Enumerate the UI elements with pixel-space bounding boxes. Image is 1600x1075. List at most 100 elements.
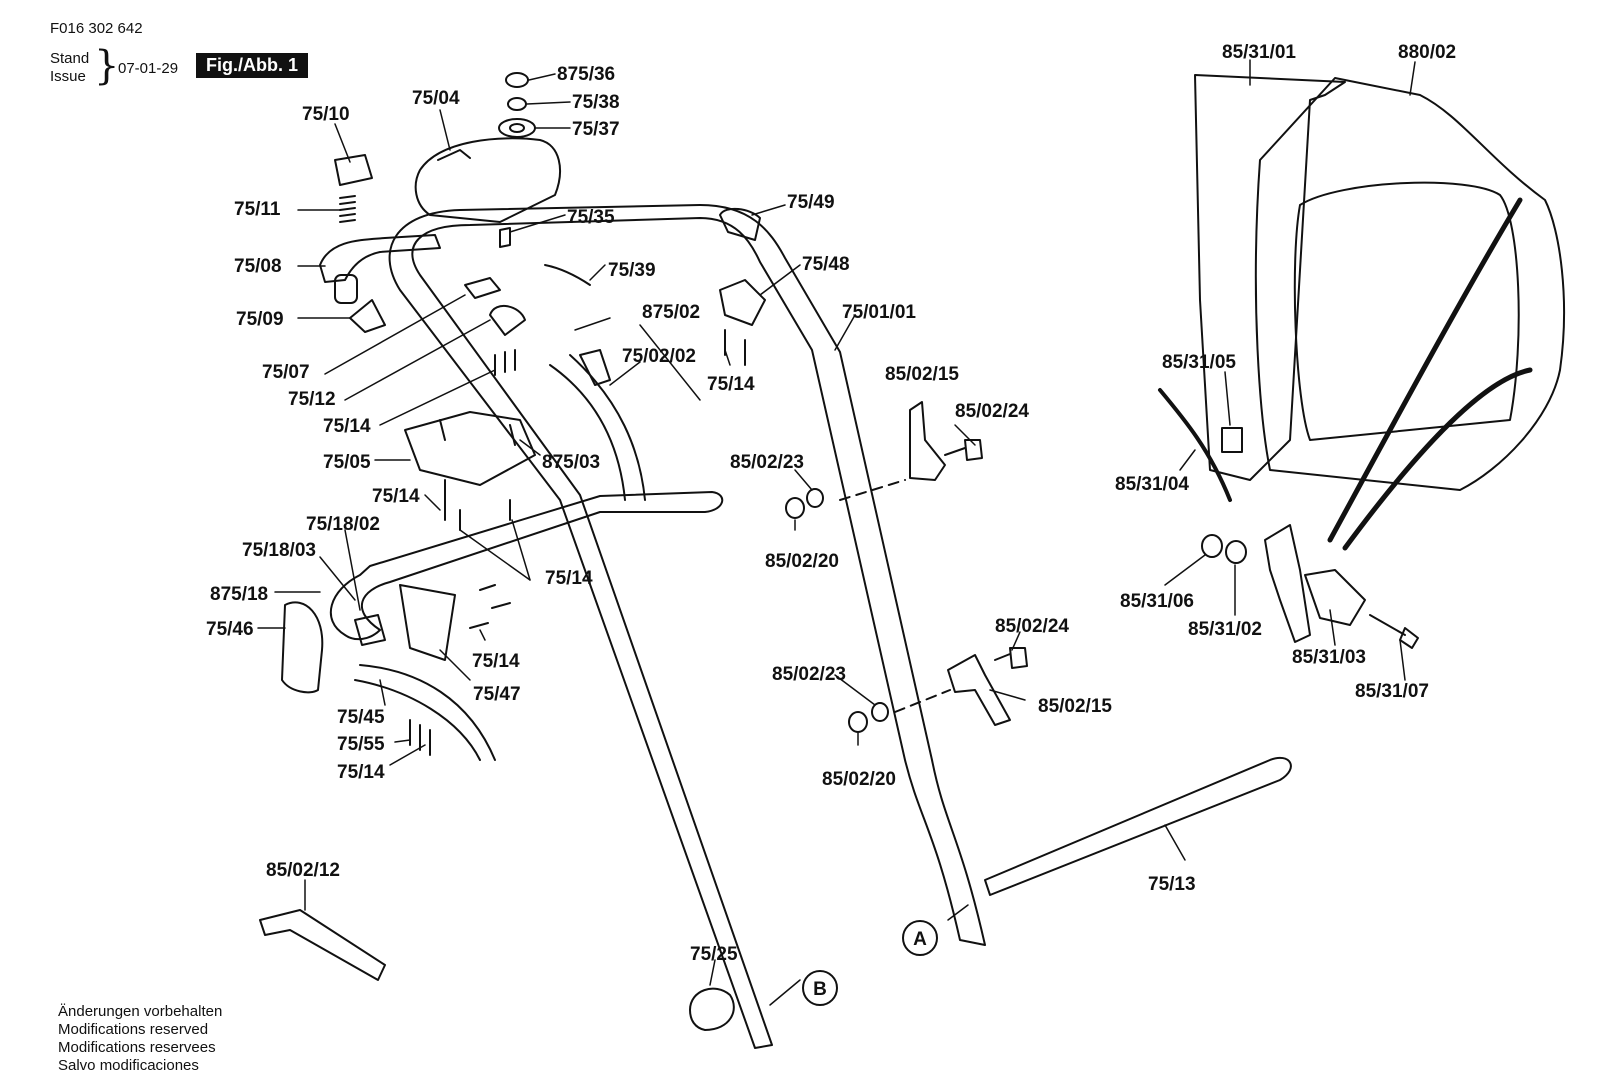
part-label: 75/55 xyxy=(337,734,385,755)
bracket-upper xyxy=(909,401,946,481)
nut-31-06 xyxy=(1201,534,1223,558)
part-label: 75/14 xyxy=(707,374,755,395)
part-label: 85/31/03 xyxy=(1292,647,1366,668)
part-label: 85/02/15 xyxy=(1038,696,1112,717)
screw xyxy=(499,227,511,248)
part-label: 75/08 xyxy=(234,256,282,277)
bowden-cable xyxy=(549,354,646,501)
switch-part xyxy=(464,277,501,299)
callout-a: A xyxy=(913,929,927,950)
switch-lever xyxy=(354,614,386,646)
part-label: 85/31/01 xyxy=(1222,42,1296,63)
part-label: 75/18/02 xyxy=(306,514,380,535)
part-label: 85/31/07 xyxy=(1355,681,1429,702)
part-label: 85/31/06 xyxy=(1120,591,1194,612)
stand-issue-label: Stand Issue xyxy=(50,50,89,86)
washer-upper xyxy=(806,488,824,508)
bracket xyxy=(719,279,766,326)
part-label: 85/02/24 xyxy=(955,401,1029,422)
cord xyxy=(1158,388,1232,502)
brace-symbol: } xyxy=(94,43,120,89)
knob xyxy=(689,987,735,1031)
grass-box-frame xyxy=(1194,74,1346,481)
washer-hole xyxy=(509,123,525,133)
notice-line-de: Änderungen vorbehalten xyxy=(58,1003,223,1020)
hex-key xyxy=(259,909,386,981)
part-label: 875/36 xyxy=(557,64,615,85)
part-label: 75/04 xyxy=(412,88,460,109)
part-label: 75/45 xyxy=(337,707,385,728)
grass-bag xyxy=(1254,77,1566,491)
clip xyxy=(334,154,373,186)
screw-group xyxy=(444,349,516,531)
notice-line-fr: Modifications reservees xyxy=(58,1039,216,1056)
dash-guides xyxy=(839,479,951,713)
part-label: 85/02/23 xyxy=(730,452,804,473)
control-housing-bottom xyxy=(404,411,536,486)
part-label: 85/02/24 xyxy=(995,616,1069,637)
star-knob xyxy=(1304,569,1366,626)
part-label: 75/13 xyxy=(1148,874,1196,895)
callout-b: B xyxy=(813,979,827,1000)
latch xyxy=(349,299,386,333)
stand-text: Stand xyxy=(50,50,90,67)
part-label: 75/01/01 xyxy=(842,302,916,323)
part-label: 75/07 xyxy=(262,362,310,383)
spring-wire xyxy=(544,264,591,286)
notice-line-es: Salvo modificaciones xyxy=(58,1057,199,1074)
handle-left-tube xyxy=(388,204,986,1049)
part-label: 75/05 xyxy=(323,452,371,473)
issue-text: Issue xyxy=(50,68,86,85)
spring xyxy=(339,195,356,223)
part-label: 75/38 xyxy=(572,92,620,113)
callout-b-circle xyxy=(802,970,838,1006)
mount-plate xyxy=(399,584,456,661)
part-label: 75/14 xyxy=(372,486,420,507)
part-label: 85/02/12 xyxy=(266,860,340,881)
nut-lower xyxy=(848,711,868,733)
pad xyxy=(1221,427,1243,453)
part-label: 875/03 xyxy=(542,452,600,473)
part-label: 75/02/02 xyxy=(622,346,696,367)
part-label: 75/18/03 xyxy=(242,540,316,561)
modification-notice: Änderungen vorbehalten Modifications res… xyxy=(58,1003,222,1075)
bolt-lower xyxy=(994,647,1028,669)
callout-a-circle xyxy=(902,920,938,956)
part-label: 75/47 xyxy=(473,684,521,705)
part-label: 875/02 xyxy=(642,302,700,323)
washer-lower xyxy=(871,702,889,722)
part-label: 85/02/23 xyxy=(772,664,846,685)
part-label: 75/10 xyxy=(302,104,350,125)
screws-small xyxy=(409,584,511,756)
part-label: 85/31/02 xyxy=(1188,619,1262,640)
part-label: 85/02/20 xyxy=(822,769,896,790)
handle-crossbar xyxy=(329,491,724,641)
part-label: 75/48 xyxy=(802,254,850,275)
notice-line-en: Modifications reserved xyxy=(58,1021,209,1038)
part-label: 75/14 xyxy=(323,416,371,437)
nut-upper xyxy=(785,497,805,519)
lever-knob xyxy=(334,274,358,304)
cable-connector xyxy=(579,349,611,386)
part-label: 85/02/20 xyxy=(765,551,839,572)
part-label: 75/25 xyxy=(690,944,738,965)
screw-31-07 xyxy=(1369,614,1419,649)
part-label: 75/14 xyxy=(545,568,593,589)
part-label: 85/31/05 xyxy=(1162,352,1236,373)
part-label: 75/14 xyxy=(472,651,520,672)
cable-clip xyxy=(489,305,526,336)
part-label: 75/35 xyxy=(567,207,615,228)
part-label: 75/49 xyxy=(787,192,835,213)
part-label: 75/09 xyxy=(236,309,284,330)
issue-date: 07-01-29 xyxy=(118,60,179,77)
cable-tube xyxy=(354,664,496,761)
part-label: 880/02 xyxy=(1398,42,1456,63)
part-label: 875/18 xyxy=(210,584,268,605)
grip-shell xyxy=(281,601,324,694)
part-label: 75/14 xyxy=(337,762,385,783)
bracket-lower xyxy=(947,654,1011,726)
control-housing-top xyxy=(414,137,561,223)
part-label: 75/11 xyxy=(234,199,281,220)
part-label: 85/31/04 xyxy=(1115,474,1189,495)
